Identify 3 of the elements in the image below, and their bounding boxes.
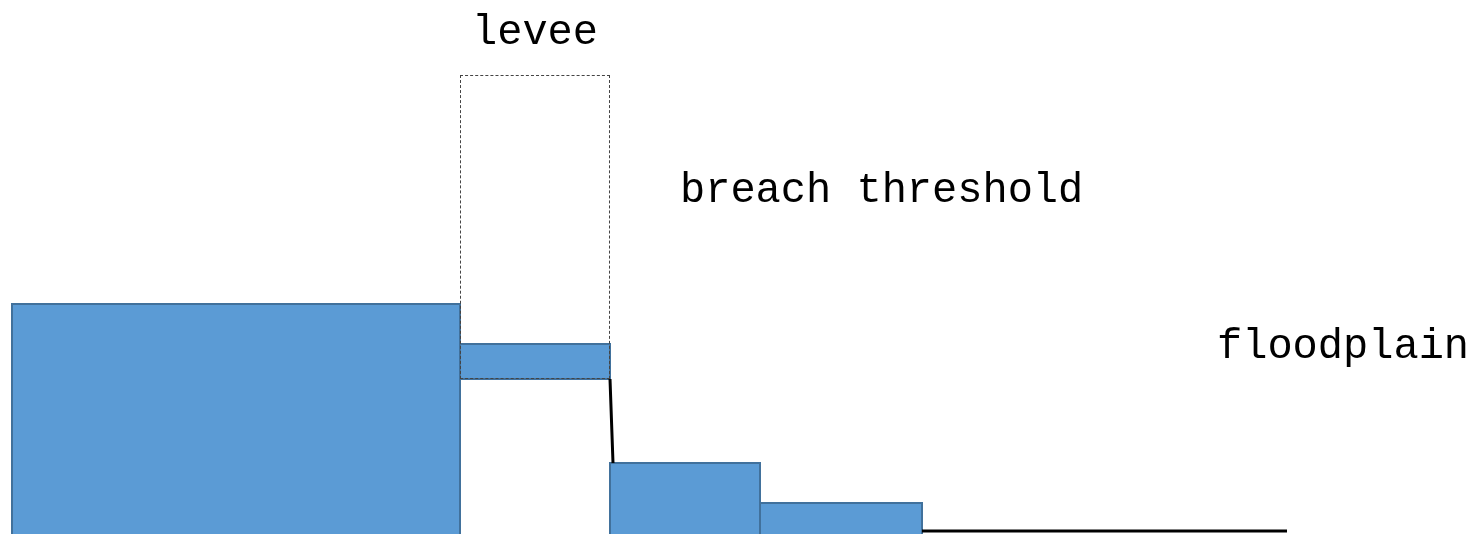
part-name: levee: [472, 8, 598, 58]
part-name: floodplain: [1217, 322, 1470, 372]
part-name: breach threshold: [680, 166, 1084, 216]
